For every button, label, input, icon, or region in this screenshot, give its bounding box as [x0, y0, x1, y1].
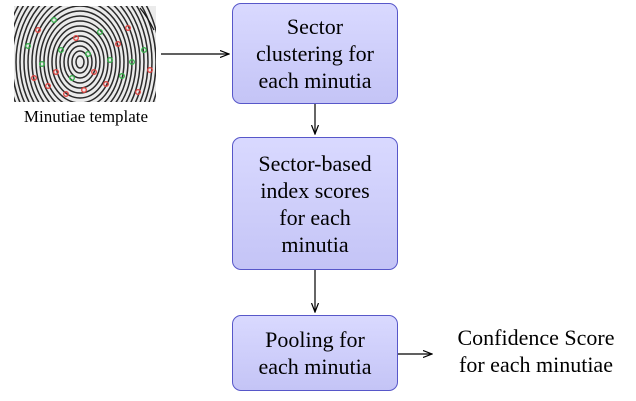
node-pooling: Pooling for each minutia — [232, 315, 398, 391]
fingerprint-minutiae-image — [14, 6, 156, 102]
input-caption: Minutiae template — [23, 107, 149, 126]
fingerprint-edge-line — [139, 7, 155, 31]
minutiae-markers — [25, 17, 153, 97]
output-label: Confidence Score for each minutiae — [457, 325, 615, 377]
node-index-scores-label: Sector-based index scores for each minut… — [258, 150, 372, 257]
node-index-scores: Sector-based index scores for each minut… — [232, 137, 398, 270]
node-sector-clustering: Sector clustering for each minutia — [232, 3, 398, 104]
node-pooling-label: Pooling for each minutia — [258, 327, 372, 379]
node-sector-clustering-label: Sector clustering for each minutia — [256, 14, 374, 93]
